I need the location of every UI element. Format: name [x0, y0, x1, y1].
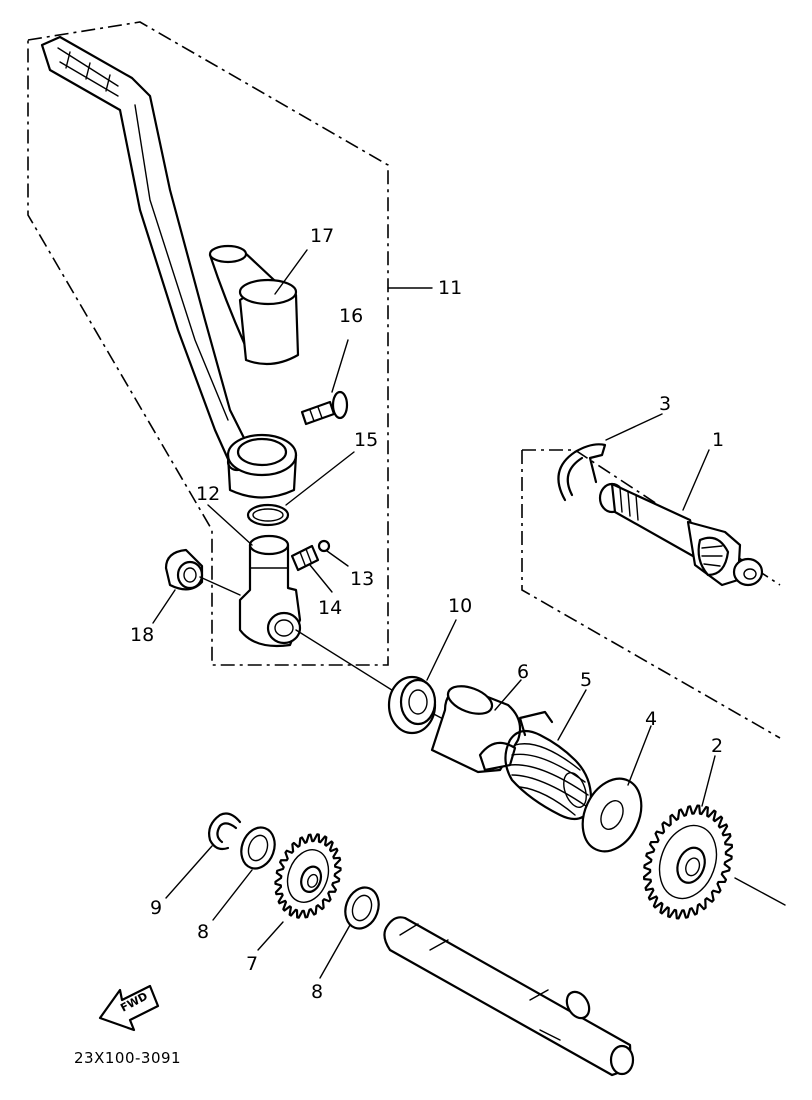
part-4-washer	[581, 777, 643, 853]
callout-17: 17	[310, 225, 334, 247]
callout-9: 9	[150, 897, 162, 919]
callout-6: 6	[517, 661, 529, 683]
callout-15: 15	[354, 429, 378, 451]
callout-16: 16	[339, 305, 363, 327]
shaft-axis-line	[199, 576, 786, 906]
part-14-pin	[290, 544, 320, 572]
callout-13: 13	[350, 568, 374, 590]
part-1-kick-shaft	[598, 482, 764, 587]
callout-2: 2	[711, 735, 723, 757]
diagram-code: 23X100-3091	[74, 1049, 181, 1067]
callout-5: 5	[580, 669, 592, 691]
callout-8-right: 8	[311, 981, 323, 1003]
callout-12: 12	[196, 483, 220, 505]
callouts: 1 2 3 4 5 6 7 8 8 9 10 11 12 13 14 15 16…	[130, 225, 724, 1003]
part-13-ball	[317, 539, 331, 553]
part-6-spring-guide	[430, 685, 522, 774]
fwd-arrow: FWD	[98, 984, 160, 1032]
callout-3: 3	[659, 393, 671, 415]
part-18-seal	[164, 548, 204, 591]
part-3-clip	[557, 443, 607, 502]
part-17-rubber	[208, 244, 300, 366]
callout-8-left: 8	[197, 921, 209, 943]
callout-1: 1	[712, 429, 724, 451]
callout-18: 18	[130, 624, 154, 646]
part-16-bolt	[300, 390, 349, 426]
part-9-circlip	[208, 812, 242, 851]
callout-14: 14	[318, 597, 342, 619]
part-8-washer-right	[344, 886, 380, 930]
part-8-washer-left	[240, 826, 276, 870]
assembly-11-boundary	[27, 21, 433, 666]
part-15-o-ring	[246, 503, 290, 527]
part-12-boss	[238, 534, 302, 648]
callout-11: 11	[438, 277, 462, 299]
leader-lines	[152, 249, 716, 979]
idler-shaft	[383, 916, 635, 1077]
part-10-seal	[387, 675, 437, 735]
callout-10: 10	[448, 595, 472, 617]
callout-4: 4	[645, 708, 657, 730]
callout-7: 7	[246, 953, 258, 975]
part-7-idler-gear	[274, 833, 342, 919]
part-2-kick-gear	[642, 804, 734, 920]
kick-crank	[40, 35, 298, 499]
